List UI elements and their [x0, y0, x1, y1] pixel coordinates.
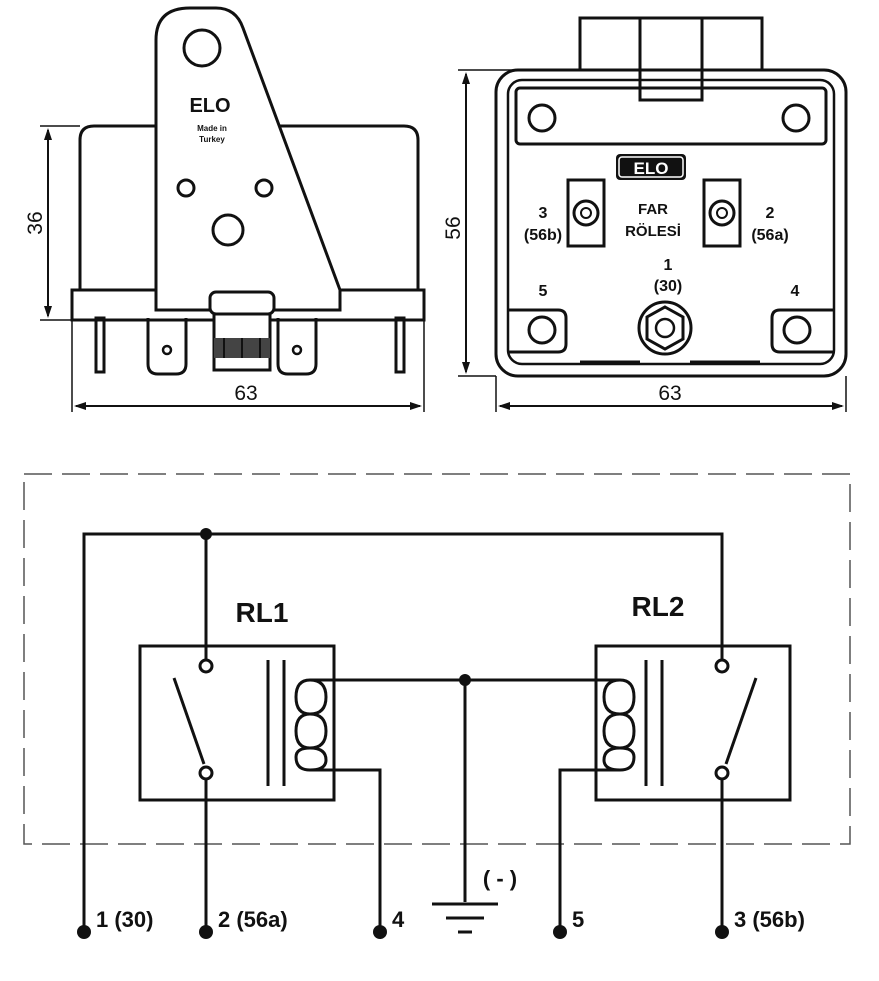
- front-title-2: RÖLESİ: [625, 223, 681, 240]
- rl1-contact-top: [198, 658, 214, 674]
- terminal-4-icon: [782, 315, 812, 345]
- t4-label: 4: [392, 907, 405, 932]
- term1-code: (30): [654, 278, 682, 295]
- rl1-coil: [294, 678, 382, 932]
- center-stud-cap: [208, 290, 276, 316]
- front-brand: ELO: [634, 159, 669, 178]
- relay2-box: [594, 644, 792, 802]
- terminal-hole-icon: [291, 344, 303, 356]
- made-in-line2: Turkey: [199, 135, 225, 144]
- front-title-1: FAR: [638, 201, 668, 218]
- side-view: ELO Made in Turkey 36 63: [24, 6, 426, 412]
- front-view: ELO 3 (56b) 2 (56a) FAR RÖLESİ 1 (30) 5 …: [442, 16, 848, 412]
- bracket-hole-icon: [182, 28, 222, 68]
- front-width-dim: 63: [658, 382, 681, 405]
- front-height-dim: 56: [442, 216, 465, 239]
- bus-wire-30: [82, 532, 724, 932]
- term3-code: (56b): [524, 227, 562, 244]
- bracket-hole-icon: [254, 178, 274, 198]
- relay1-box: [138, 644, 336, 802]
- side-terminal-tab: [276, 318, 318, 376]
- side-pin: [394, 316, 406, 374]
- t3-label: 3 (56b): [734, 907, 805, 932]
- schematic: RL1 RL2 ( - ) 1 (30): [23, 473, 851, 939]
- relay2-label: RL2: [632, 591, 685, 622]
- nut-icon: [645, 305, 685, 351]
- mount-hole-icon: [781, 103, 811, 133]
- term3-num: 3: [539, 205, 548, 222]
- mount-hole-icon: [527, 103, 557, 133]
- terminal-3-dot: [715, 925, 729, 939]
- bracket-hole-icon: [211, 213, 245, 247]
- terminal-5-tab: [508, 308, 568, 354]
- side-height-dim: 36: [24, 211, 47, 234]
- terminal-1-stud-icon: [637, 300, 693, 356]
- terminal-3-icon: [572, 199, 600, 227]
- terminal-hole-icon: [161, 344, 173, 356]
- elo-logo: [616, 154, 686, 180]
- front-housing: [494, 68, 848, 378]
- front-inner-rim: [506, 78, 836, 366]
- terminal-2-dot: [199, 925, 213, 939]
- term2-code: (56a): [751, 227, 788, 244]
- made-in-line1: Made in: [197, 124, 227, 133]
- side-width-dim: 63: [234, 382, 257, 405]
- front-tab-slot: [638, 16, 704, 102]
- t1-label: 1 (30): [96, 907, 153, 932]
- term5-label: 5: [539, 283, 548, 300]
- rl2-contact-bottom: [714, 765, 730, 781]
- term2-num: 2: [766, 205, 775, 222]
- rl1-contact-bottom: [198, 765, 214, 781]
- terminal-2-slot: [702, 178, 742, 248]
- rl2-contact-top: [714, 658, 730, 674]
- module-boundary: [23, 473, 851, 845]
- rl1-switch: [172, 677, 206, 765]
- relay1-label: RL1: [236, 597, 289, 628]
- rl2-switch: [724, 677, 758, 765]
- terminal-1-dot: [77, 925, 91, 939]
- terminal-3-slot: [566, 178, 606, 248]
- terminal-4-dot: [373, 925, 387, 939]
- terminal-5-icon: [527, 315, 557, 345]
- rl2-coil: [558, 678, 636, 932]
- side-brand: ELO: [189, 95, 230, 117]
- front-top-tab: [578, 16, 764, 70]
- side-pin: [94, 316, 106, 374]
- terminal-2-icon: [708, 199, 736, 227]
- mounting-bracket: [154, 6, 342, 312]
- term4-label: 4: [791, 283, 800, 300]
- terminal-5-dot: [553, 925, 567, 939]
- ground-label: ( - ): [483, 866, 517, 891]
- terminal-4-tab: [770, 308, 834, 354]
- term1-num: 1: [664, 257, 673, 274]
- front-mount-plate: [514, 86, 828, 146]
- side-terminal-tab: [146, 318, 188, 376]
- junction-dot: [200, 528, 212, 540]
- t5-label: 5: [572, 907, 584, 932]
- bracket-hole-icon: [176, 178, 196, 198]
- t2-label: 2 (56a): [218, 907, 288, 932]
